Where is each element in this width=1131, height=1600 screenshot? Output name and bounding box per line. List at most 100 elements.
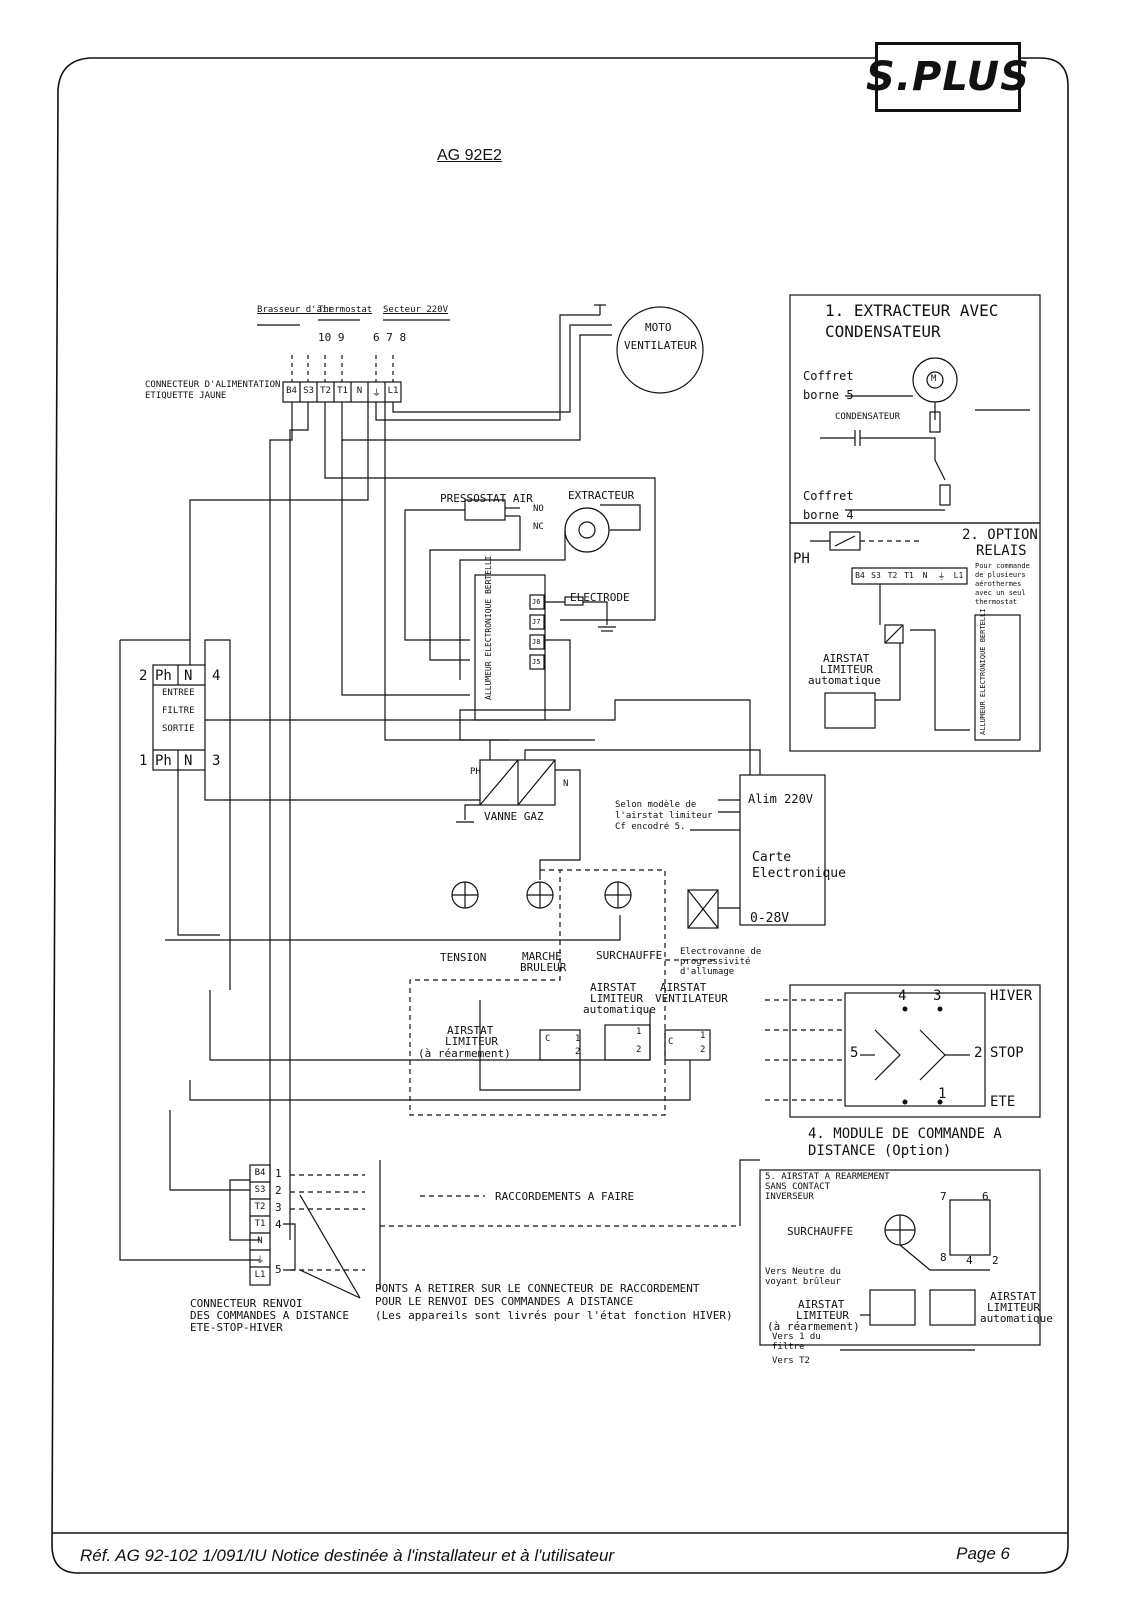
box4-stop: STOP <box>990 1045 1024 1061</box>
terminal-t1: T1 <box>337 386 348 396</box>
label-connecteur-alim: CONNECTEUR D'ALIMENTATION <box>145 380 281 390</box>
label-airstat-auto-3: automatique <box>583 1003 656 1016</box>
label-pins-secteur: 6 7 8 <box>373 331 407 344</box>
terminal-n: N <box>356 386 363 396</box>
box2-desc-3: aérothermes <box>975 580 1022 588</box>
label-airstat-auto-2: LIMITEUR <box>590 992 643 1005</box>
box1-title-1: 1. EXTRACTEUR AVEC <box>825 301 999 320</box>
label-ponts-2: POUR LE RENVOI DES COMMANDES A DISTANCE <box>375 1295 634 1308</box>
label-etiquette: ETIQUETTE JAUNE <box>145 391 227 401</box>
bottom-num-2: 2 <box>275 1184 282 1197</box>
box2-terminal-b4: B4 <box>855 571 865 580</box>
label-thermostat: Thermostat <box>318 305 373 315</box>
bottom-terminal-t2: T2 <box>254 1202 266 1212</box>
filter-entree: ENTREE <box>162 688 195 698</box>
box5-num-7: 7 <box>940 1190 947 1203</box>
terminal-l1: L1 <box>387 386 399 396</box>
label-1-3: 1 <box>700 1031 706 1041</box>
box5-vers-neutre-2: voyant brûleur <box>765 1277 841 1287</box>
box5-airstat-rea-1: AIRSTAT <box>798 1298 845 1311</box>
box1-coffret5-b: borne 5 <box>803 388 854 402</box>
box4-num-1: 1 <box>938 1086 947 1102</box>
box5-title-3: INVERSEUR <box>765 1192 814 1202</box>
box4-ete: ETE <box>990 1094 1016 1110</box>
label-airstat-rea-1: AIRSTAT <box>447 1024 494 1037</box>
label-airstat-vent-2: VENTILATEUR <box>655 992 728 1005</box>
bottom-num-3: 3 <box>275 1201 282 1214</box>
filter-num-3: 3 <box>212 753 221 769</box>
label-bruleur: BRULEUR <box>520 961 567 974</box>
label-1-1: 1 <box>575 1034 581 1044</box>
box5-airstat-rea-2: LIMITEUR <box>796 1309 849 1322</box>
label-tension: TENSION <box>440 951 487 964</box>
box5-title-1: 5. AIRSTAT A REARMEMENT <box>765 1172 890 1182</box>
bottom-num-5: 5 <box>275 1263 282 1276</box>
label-selon-3: Cf encodré 5. <box>615 822 686 832</box>
label-c-2: C <box>668 1037 674 1047</box>
footer-reference: Réf. AG 92-102 1/091/IU Notice destinée … <box>80 1546 615 1565</box>
filter-n-bot: N <box>184 753 193 769</box>
label-2-1: 2 <box>575 1047 581 1057</box>
label-airstat-rea-3: (à réarmement) <box>418 1047 511 1060</box>
box1-coffret4-a: Coffret <box>803 489 854 503</box>
label-ponts-3: (Les appareils sont livrés pour l'état f… <box>375 1309 733 1322</box>
label-raccordements: RACCORDEMENTS A FAIRE <box>495 1190 635 1203</box>
label-electronique: Electronique <box>752 866 846 881</box>
company-logo: S.PLUS <box>866 42 1029 112</box>
box5-airstat-auto-3: automatique <box>980 1312 1053 1325</box>
filter-num-1: 1 <box>139 753 148 769</box>
label-0-28v: 0-28V <box>750 911 790 926</box>
label-airstat-rea-2: LIMITEUR <box>445 1035 498 1048</box>
box5-num-2: 2 <box>992 1254 999 1267</box>
box2-airstat-1: AIRSTAT <box>823 652 870 665</box>
label-nc: NC <box>533 522 544 532</box>
box1-condensateur: CONDENSATEUR <box>835 412 901 422</box>
box5-num-8: 8 <box>940 1251 947 1264</box>
filter-n-top: N <box>184 668 193 684</box>
box4-num-2: 2 <box>974 1045 983 1061</box>
box5-airstat-auto-1: AIRSTAT <box>990 1290 1037 1303</box>
filter-ph-top: Ph <box>155 668 172 684</box>
box2-title-1: 2. OPTION <box>962 527 1038 543</box>
box4-hiver: HIVER <box>990 988 1033 1004</box>
box2-description: Pour commande de plusieurs aérothermes a… <box>975 562 1030 607</box>
label-j5: J5 <box>532 658 541 666</box>
terminal-t2: T2 <box>320 386 331 396</box>
bottom-terminal-s3: S3 <box>254 1185 266 1195</box>
box5-vers-neutre-1: Vers Neutre du <box>765 1267 841 1277</box>
label-selon-2: l'airstat limiteur <box>615 811 713 821</box>
label-extracteur: EXTRACTEUR <box>568 489 635 502</box>
box2-allumeur: ALLUMEUR ELECTRONIQUE BERTELLI <box>979 608 987 735</box>
box5-num-4: 4 <box>966 1254 973 1267</box>
label-marche: MARCHE <box>522 950 562 963</box>
box2-desc-5: thermostat <box>975 598 1018 606</box>
label-airstat-auto-1: AIRSTAT <box>590 981 637 994</box>
box2-title-2: RELAIS <box>976 543 1027 559</box>
box2-terminal-earth: ⏚ <box>937 572 946 581</box>
label-pressostat: PRESSOSTAT AIR <box>440 492 533 505</box>
box5-title-2: SANS CONTACT <box>765 1182 831 1192</box>
terminal-s3: S3 <box>303 386 314 396</box>
label-1-2: 1 <box>636 1027 642 1037</box>
filter-sortie: SORTIE <box>162 724 195 734</box>
bottom-terminal-earth: ⏚ <box>255 1256 265 1266</box>
box5-num-6: 6 <box>982 1190 989 1203</box>
filter-ph-bot: Ph <box>155 753 172 769</box>
label-ph-vanne: PH <box>470 767 481 777</box>
label-selon-1: Selon modèle de <box>615 800 697 810</box>
box4-num-5: 5 <box>850 1045 859 1061</box>
label-electrovanne-1: Electrovanne de <box>680 947 762 957</box>
box5-airstat-rea-3: (à réarmement) <box>767 1320 860 1333</box>
bottom-terminal-b4: B4 <box>254 1168 266 1178</box>
label-alim-220v: Alim 220V <box>748 792 814 806</box>
box4-title-1: 4. MODULE DE COMMANDE A <box>808 1126 1002 1142</box>
label-secteur: Secteur 220V <box>383 305 449 315</box>
label-j8: J8 <box>532 638 541 646</box>
box1-coffret5-a: Coffret <box>803 369 854 383</box>
footer-page-number: Page 6 <box>956 1544 1010 1563</box>
box2-terminal-n: N <box>922 571 928 580</box>
bottom-terminal-l1: L1 <box>254 1270 266 1280</box>
box2-ph: PH <box>793 551 810 567</box>
label-ponts-1: PONTS A RETIRER SUR LE CONNECTEUR DE RAC… <box>375 1282 700 1295</box>
